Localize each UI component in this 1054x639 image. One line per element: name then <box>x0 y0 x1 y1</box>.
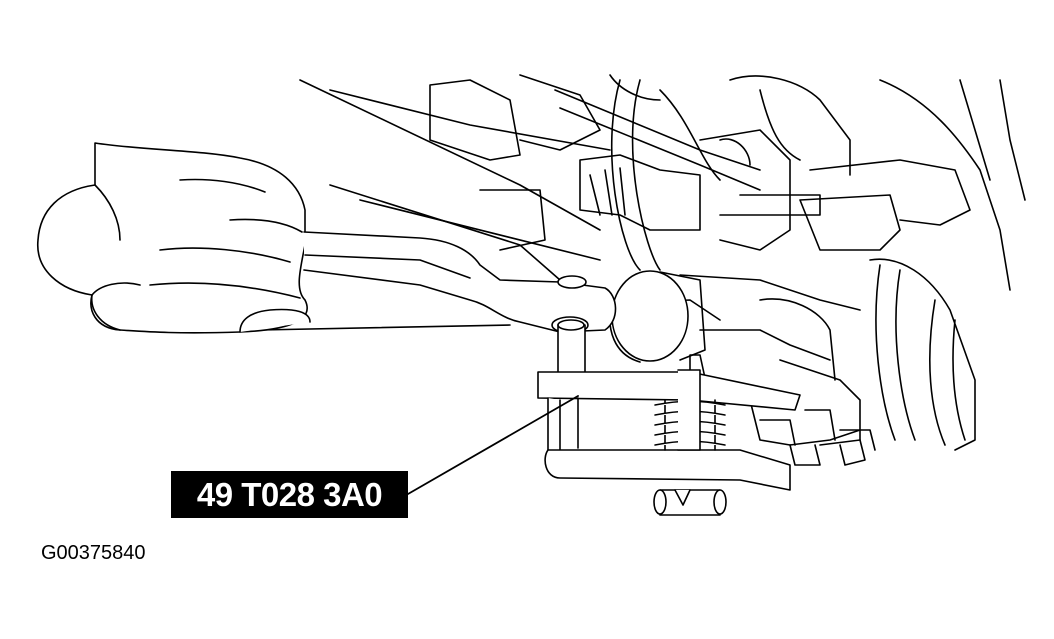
ball-joint <box>609 270 706 381</box>
chassis-background <box>259 74 1026 466</box>
gloved-hand-icon <box>37 142 311 334</box>
callout-leader-line <box>407 395 579 495</box>
tool-number-callout: 49 T028 3A0 <box>171 471 408 518</box>
ball-joint-puller-icon <box>537 319 801 516</box>
wrench-icon <box>303 231 617 334</box>
figure-id-label: G00375840 <box>41 542 146 564</box>
